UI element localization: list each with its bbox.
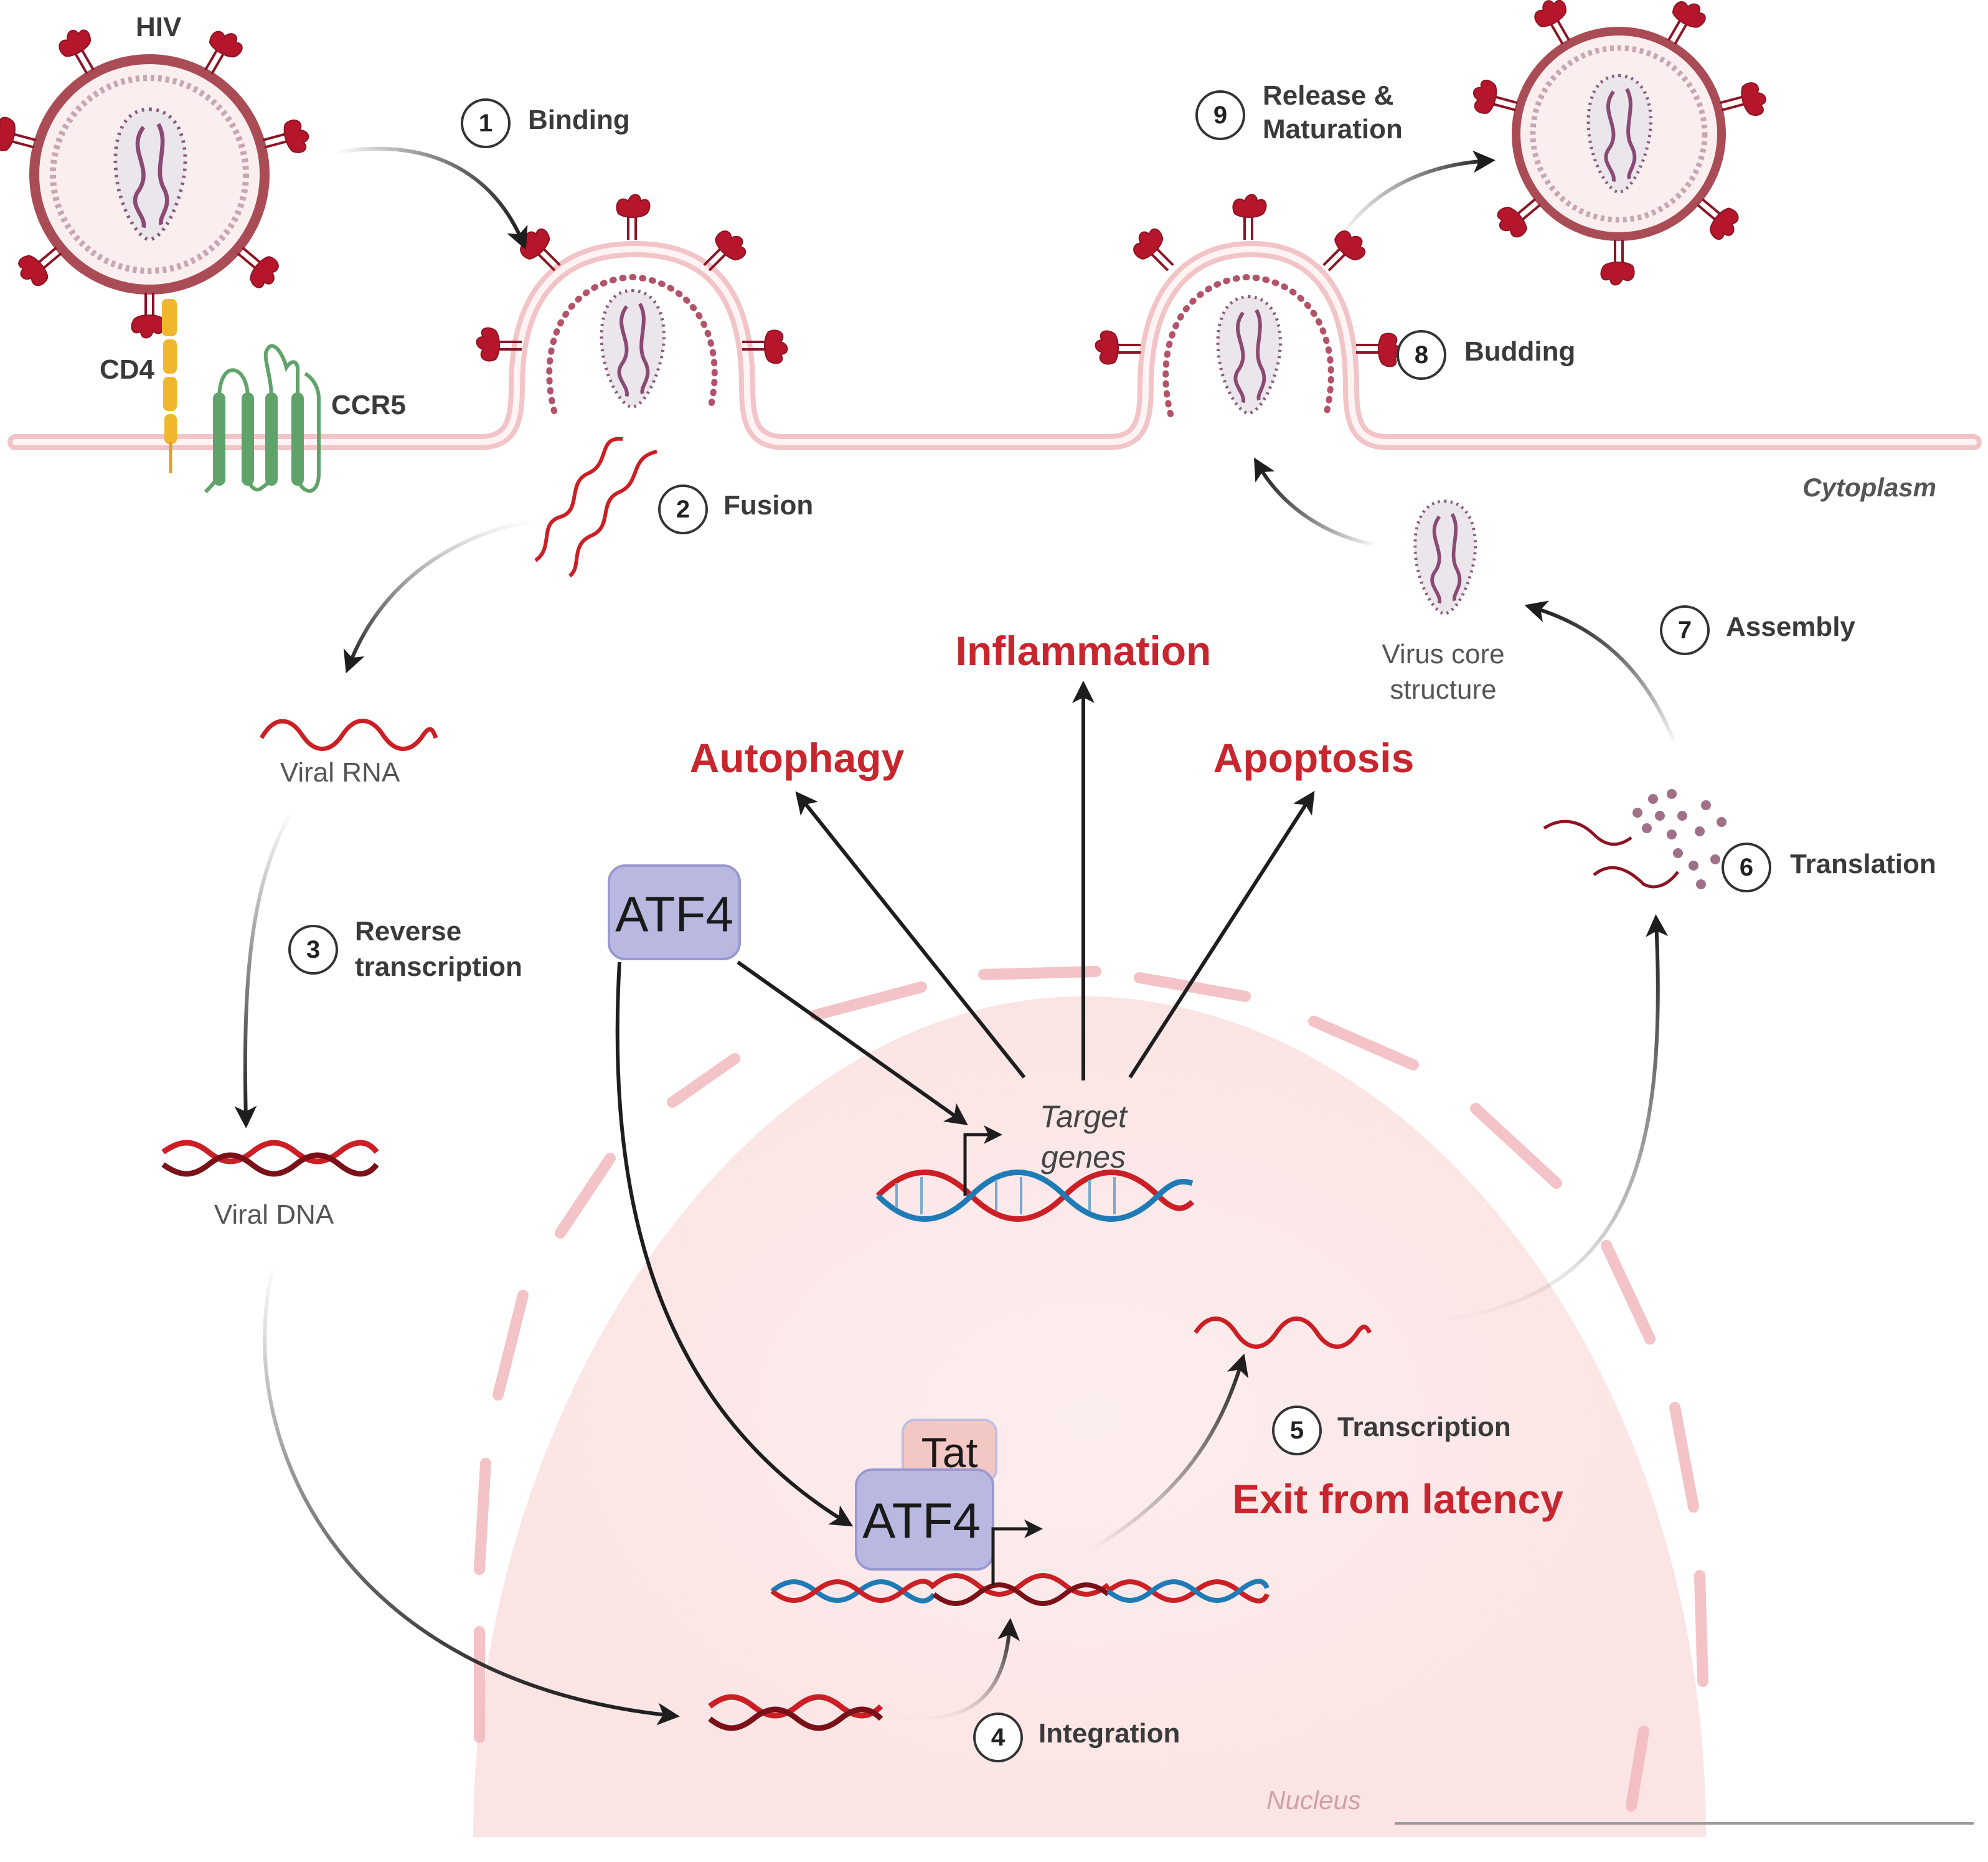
atf4-tss-arrow-icon [991,1519,1043,1585]
svg-text:3: 3 [306,936,320,963]
step-8: 8 Budding [1397,330,1575,380]
svg-text:Maturation: Maturation [1263,114,1403,144]
budding-virion [1094,193,1403,417]
integration-arrow [902,1618,1020,1721]
ccr5-label: CCR5 [331,390,406,420]
binding-arrow [336,146,528,250]
svg-text:Release &: Release & [1263,80,1393,111]
step-9: 9 Release & Maturation [1195,80,1403,144]
svg-text:6: 6 [1740,854,1753,881]
outcome-apoptosis: Apoptosis [1213,735,1415,781]
viral-dna-label: Viral DNA [214,1199,334,1230]
translation-ribosomes [1543,789,1727,889]
target-genes-label-line1: Target [1040,1099,1128,1134]
atf4-to-target-arrow [737,960,968,1125]
hiv-label: HIV [136,12,182,42]
released-rna [534,437,657,578]
svg-text:Integration: Integration [1039,1718,1180,1749]
svg-text:4: 4 [991,1724,1006,1751]
svg-text:7: 7 [1678,617,1692,644]
svg-text:1: 1 [479,110,492,137]
svg-text:8: 8 [1415,341,1428,369]
ccr5-receptor [204,344,321,494]
budding-arrow [1254,457,1377,547]
step-7: 7 Assembly [1660,605,1855,655]
svg-text:transcription: transcription [355,952,522,982]
mature-virion [1467,0,1771,286]
cell-membrane [7,240,1982,450]
outcome-autophagy: Autophagy [690,735,905,781]
to-apoptosis-arrow [1128,790,1315,1079]
hiv-virion [0,22,313,339]
host-dna-integrated [770,1573,1270,1606]
svg-text:5: 5 [1290,1417,1304,1444]
export-arrow [1400,914,1669,1325]
step-1: 1 Binding [461,98,630,148]
atf4-nuclear-label: ATF4 [862,1493,981,1549]
virus-core-label-line1: Virus core [1382,639,1504,669]
svg-text:Fusion: Fusion [723,490,813,521]
fusion-arrow [343,518,536,674]
svg-text:Translation: Translation [1790,849,1936,879]
viral-dna-icon [161,1140,379,1177]
outcome-inflammation: Inflammation [956,628,1212,674]
svg-text:Binding: Binding [528,105,630,135]
step-4: 4 Integration [973,1713,1180,1762]
atf4-cytoplasmic: ATF4 [608,864,741,960]
release-arrow [1337,150,1496,241]
svg-text:Budding: Budding [1464,336,1575,367]
cytoplasm-label: Cytoplasm [1802,473,1936,502]
step-3: 3 Reverse transcription [288,916,522,982]
transcription-arrow [1088,1353,1249,1552]
target-genes-label-line2: genes [1041,1140,1126,1174]
viral-rna-label: Viral RNA [280,757,400,788]
atf4-to-ltr-arrow [615,962,854,1527]
svg-text:Assembly: Assembly [1726,612,1855,642]
outcome-exit-latency: Exit from latency [1232,1476,1563,1522]
viral-rna-icon [259,719,438,751]
assembly-arrow [1524,600,1677,745]
step-2: 2 Fusion [658,484,813,534]
virus-core-structure [1415,501,1476,613]
step-5: 5 Transcription [1272,1406,1511,1455]
nucleus-label: Nucleus [1266,1785,1361,1815]
target-genes-dna [875,1170,1195,1222]
reverse-transcription-arrow [234,808,294,1128]
virus-core-label-line2: structure [1390,674,1496,705]
svg-text:Transcription: Transcription [1337,1412,1511,1442]
atf4-tat-complex: Tat ATF4 [855,1419,997,1571]
nucleus [473,966,1708,1837]
svg-text:Reverse: Reverse [355,916,461,947]
tss-arrow-icon [963,1125,1002,1196]
atf4-cytoplasmic-label: ATF4 [615,887,733,942]
transcribed-rna-icon [1194,1316,1372,1349]
ccr5-helices [213,392,304,486]
cd4-label: CD4 [100,354,155,385]
to-autophagy-arrow [795,791,1026,1079]
nuclear-import-arrow [263,1264,680,1726]
svg-text:2: 2 [676,496,690,523]
fusion-bud [475,193,789,414]
cd4-receptor [162,299,177,473]
step-6: 6 Translation [1722,843,1936,892]
svg-text:9: 9 [1213,102,1227,129]
proviral-dna-icon [708,1694,883,1731]
